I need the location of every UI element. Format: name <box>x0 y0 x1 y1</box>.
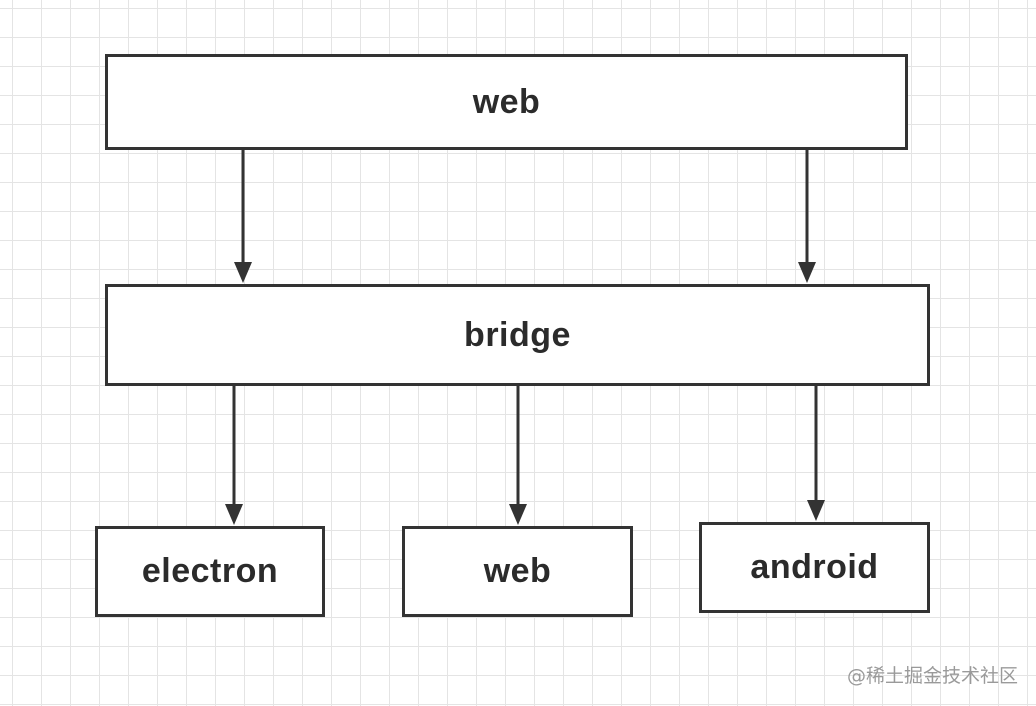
arrowhead-web-to-bridge-left <box>234 262 252 283</box>
node-android-label: android <box>750 548 879 586</box>
node-bridge: bridge <box>105 284 930 386</box>
node-electron-label: electron <box>141 552 279 590</box>
node-bridge-label: bridge <box>464 315 571 354</box>
node-android: android <box>699 522 930 613</box>
node-electron: electron <box>95 526 325 617</box>
arrowhead-bridge-to-android <box>807 500 825 521</box>
node-web-bottom: web <box>402 526 633 617</box>
watermark-text: @稀土掘金技术社区 <box>846 665 1018 687</box>
node-web-top-label: web <box>472 82 541 121</box>
arrowhead-bridge-to-electron <box>225 504 243 525</box>
arrowhead-bridge-to-web <box>509 504 527 525</box>
arrowhead-web-to-bridge-right <box>798 262 816 283</box>
node-web-top: web <box>105 54 908 150</box>
node-web-bottom-label: web <box>483 552 552 590</box>
